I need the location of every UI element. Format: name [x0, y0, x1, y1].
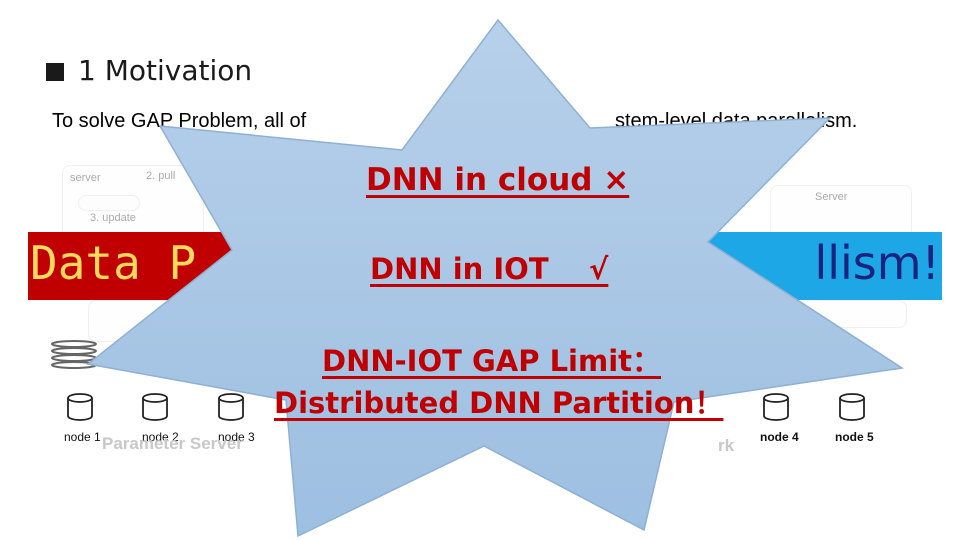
node-label: node 5	[835, 430, 874, 444]
faint-label-update: 3. update	[90, 212, 136, 224]
faint-label-pull: 2. pull	[146, 170, 176, 182]
star-line-gap-limit: DNN-IOT GAP Limit：	[322, 344, 662, 378]
star-burst-polygon	[86, 18, 905, 538]
node-label: node 2	[142, 430, 179, 444]
intro-text-left: To solve GAP Problem, all of	[52, 110, 307, 132]
parameter-server-caption: Parameter Server	[102, 434, 243, 453]
database-icon	[142, 393, 168, 421]
database-icon	[763, 393, 789, 421]
blue-banner-text: llism!	[814, 236, 940, 290]
slide-title: 1 Motivation	[78, 54, 253, 87]
database-icon	[839, 393, 865, 421]
title-bullet	[46, 63, 64, 81]
database-icon	[218, 393, 244, 421]
layer-stack-icon	[51, 340, 97, 369]
node-label: node 3	[218, 430, 255, 444]
faint-label-server: server	[70, 172, 101, 184]
node-label: node 1	[64, 430, 101, 444]
star-line-cloud: DNN in cloud ×	[366, 162, 630, 198]
faint-param-box	[78, 195, 140, 211]
framework-caption: rk	[718, 436, 735, 455]
red-banner-text: Data P	[30, 236, 197, 290]
star-line-partition: Distributed DNN Partition！	[274, 386, 724, 420]
database-icon	[67, 393, 93, 421]
star-line-iot: DNN in IOT √	[370, 252, 609, 286]
node-label: node 4	[760, 430, 799, 444]
faint-label-server-right: Server	[815, 191, 848, 203]
